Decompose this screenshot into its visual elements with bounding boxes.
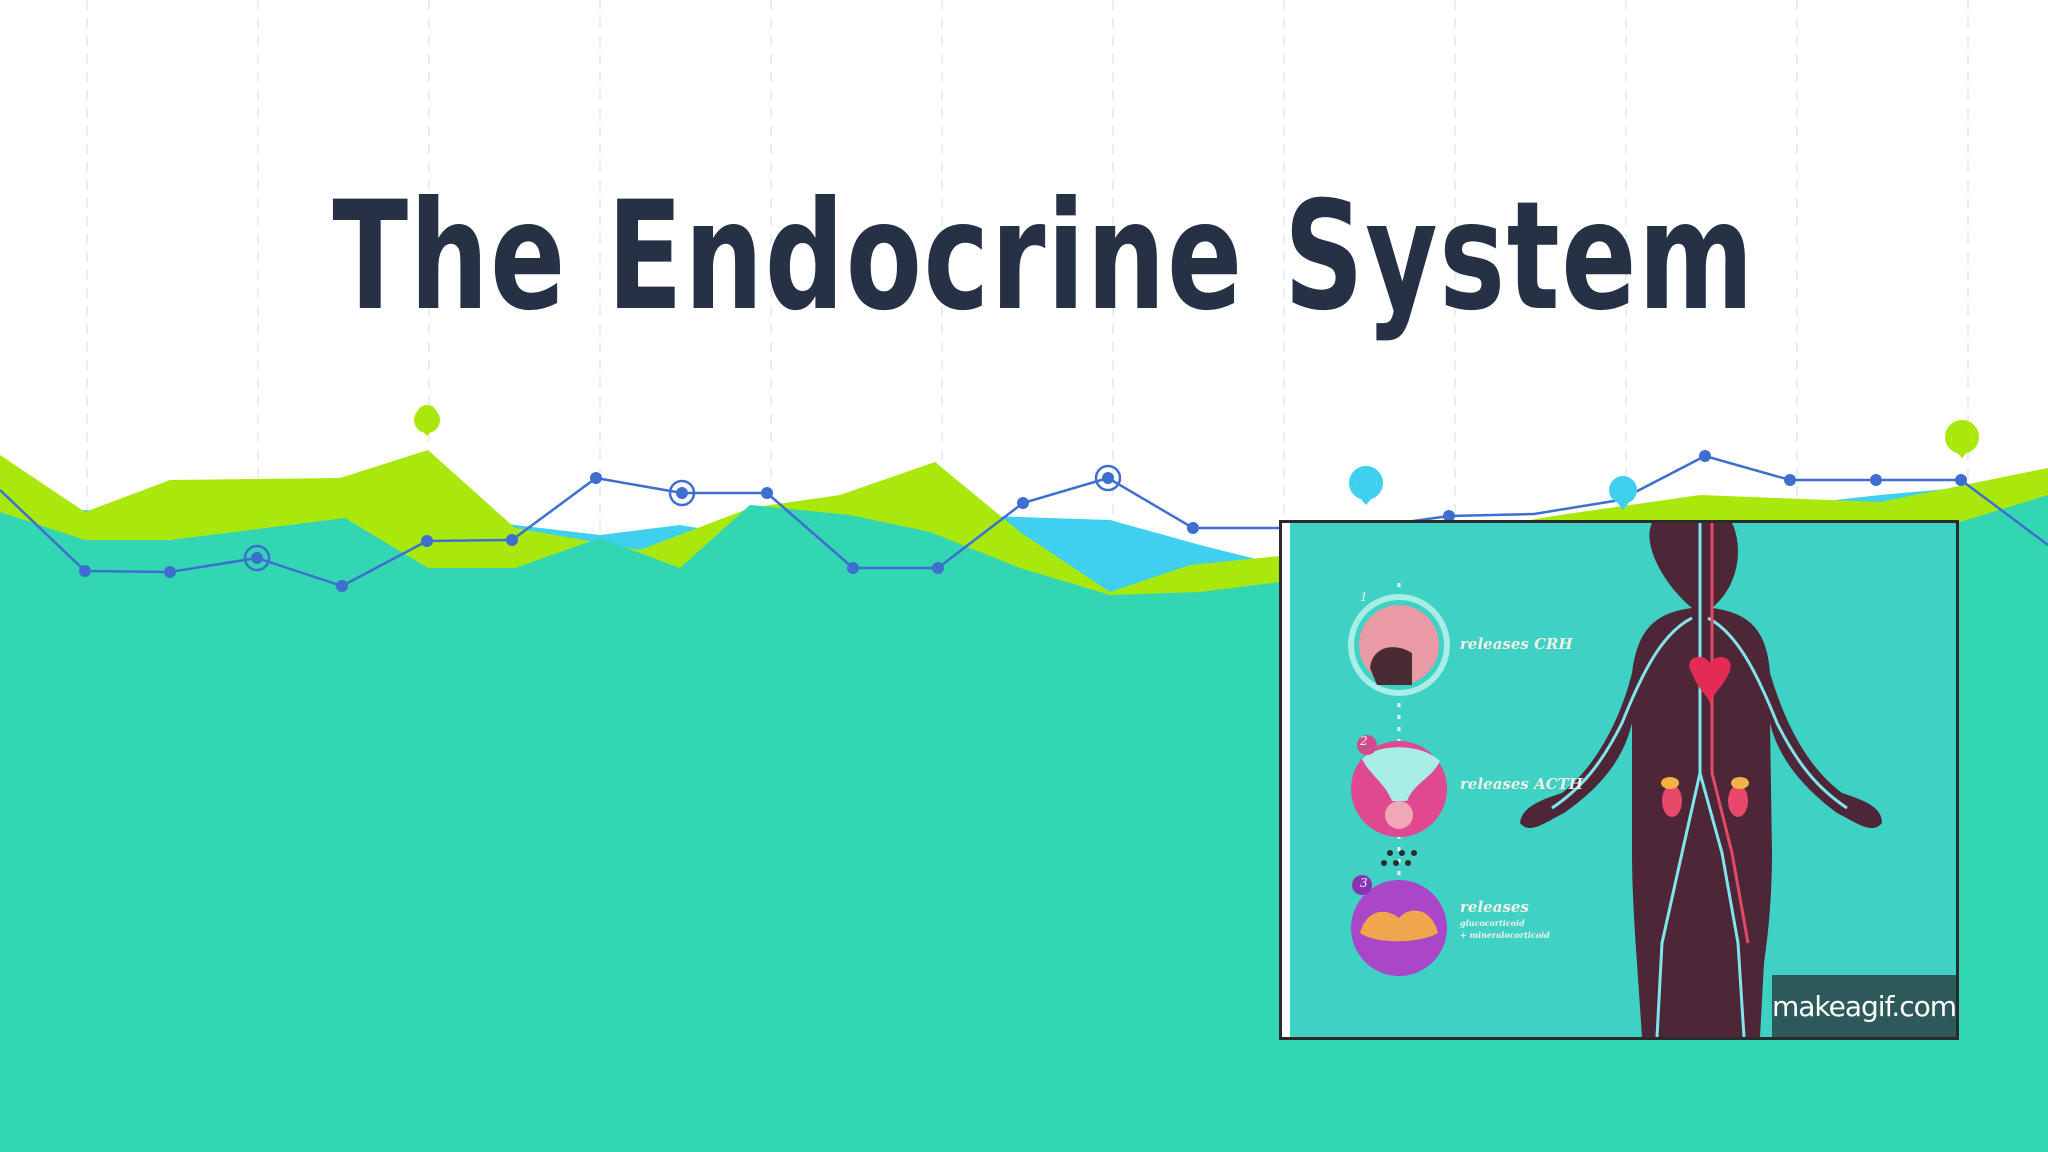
label-acth: releases ACTH <box>1460 775 1583 793</box>
step-number: 3 <box>1360 876 1368 890</box>
gif-illustration: 1 2 3 <box>1282 523 1956 1037</box>
map-pin-icon <box>1945 420 1979 458</box>
target-ring-icon <box>243 464 1122 572</box>
grid-lines <box>86 0 1969 580</box>
label-releases: releases <box>1460 898 1529 916</box>
adrenal-circle-icon <box>1351 875 1447 976</box>
slide-title: The Endocrine System <box>332 170 1756 344</box>
label-glucocorticoid: glucocorticoid <box>1460 918 1525 928</box>
map-pin-icon <box>1349 466 1383 505</box>
map-pin-icon <box>414 405 440 436</box>
step-number: 2 <box>1359 734 1368 748</box>
map-pin-icon <box>1609 476 1637 510</box>
watermark: makeagif.com <box>1772 975 1956 1037</box>
step-number: 1 <box>1360 590 1368 604</box>
endocrine-gif: 1 2 3 <box>1279 520 1959 1040</box>
label-mineralocorticoid: + mineralocorticoid <box>1460 930 1550 940</box>
pituitary-circle-icon <box>1351 735 1447 837</box>
label-crh: releases CRH <box>1460 635 1573 653</box>
body-silhouette-icon <box>1520 523 1882 1037</box>
brain-circle-icon <box>1348 594 1450 696</box>
line-points <box>79 450 1967 592</box>
